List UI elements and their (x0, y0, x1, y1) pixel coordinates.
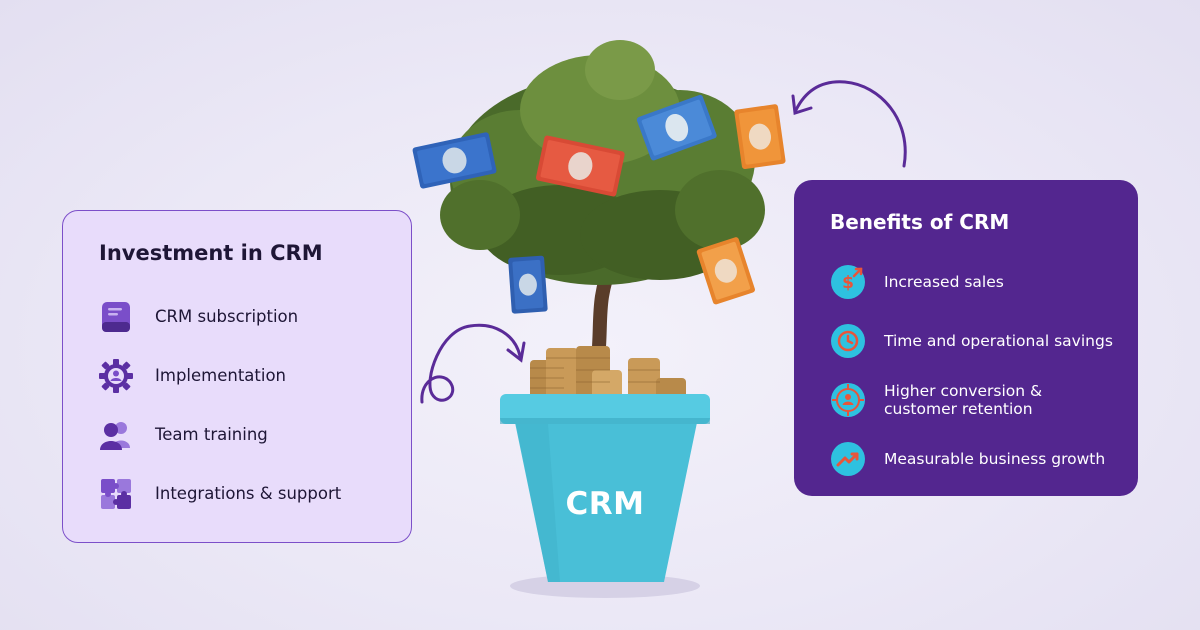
investment-item-label: Integrations & support (155, 484, 342, 503)
arrow-to-tree (791, 80, 907, 168)
clock-icon (831, 323, 865, 358)
benefit-item-label: Higher conversion & customer retention (884, 381, 1043, 418)
benefit-item-label: Increased sales (884, 272, 1004, 291)
users-icon (100, 421, 130, 450)
coin-stacks (530, 346, 686, 398)
investment-item: Team training (99, 405, 381, 464)
investment-item-label: Implementation (155, 366, 287, 385)
benefit-item: Measurable business growth (830, 429, 1118, 488)
benefits-title: Benefits of CRM (830, 210, 1010, 234)
puzzle-icon (101, 478, 131, 509)
benefits-card: Benefits of CRM $ Increased sales Time a… (794, 180, 1138, 496)
flying-banknotes (412, 94, 786, 314)
trend-up-icon (831, 441, 865, 476)
benefit-item-label: Measurable business growth (884, 449, 1106, 468)
flower-pot (500, 394, 710, 582)
document-icon (102, 301, 130, 332)
benefit-item: Higher conversion & customer retention (830, 370, 1118, 429)
svg-text:$: $ (842, 273, 854, 293)
investment-item: CRM subscription (99, 287, 381, 346)
benefit-item-label: Time and operational savings (884, 331, 1113, 350)
benefit-item: $ Increased sales (830, 252, 1118, 311)
dollar-growth-icon: $ (831, 264, 865, 299)
investment-item-label: Team training (155, 425, 268, 444)
investment-title: Investment in CRM (99, 241, 323, 265)
investment-card: Investment in CRM CRM subscription (62, 210, 412, 543)
investment-item: Integrations & support (99, 464, 381, 523)
pot-label: CRM (565, 486, 645, 522)
arrow-to-pot (420, 323, 526, 404)
target-user-icon (831, 382, 865, 417)
investment-item: Implementation (99, 346, 381, 405)
gear-user-icon (99, 358, 133, 393)
benefit-item: Time and operational savings (830, 311, 1118, 370)
investment-item-label: CRM subscription (155, 307, 299, 326)
